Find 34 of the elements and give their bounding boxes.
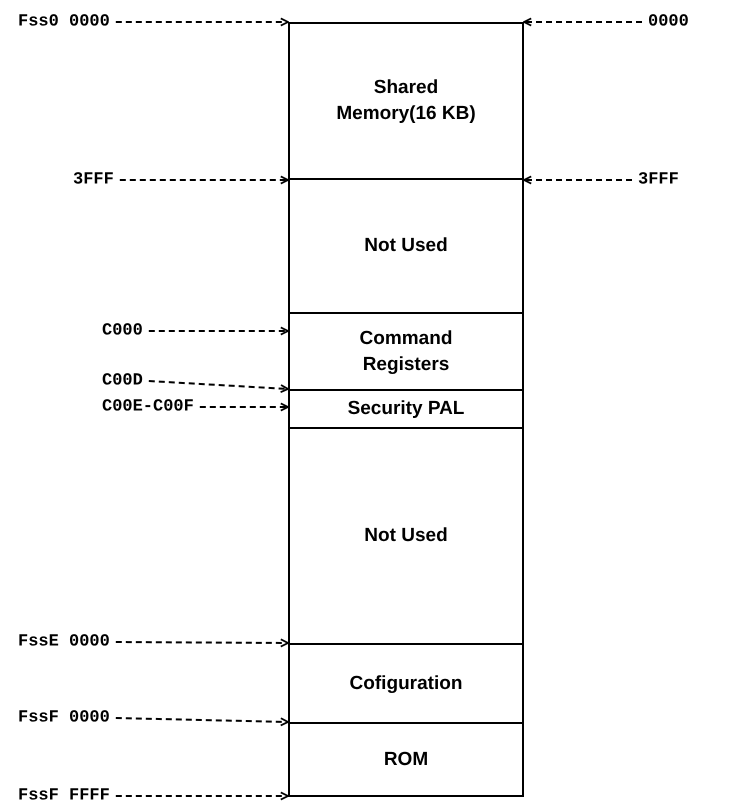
leader-line — [523, 176, 632, 184]
region-label: Cofiguration — [350, 672, 462, 696]
memory-region-box — [288, 22, 524, 180]
address-label: C00E-C00F — [102, 398, 194, 416]
leader-line — [523, 18, 642, 26]
region-label: Security PAL — [348, 397, 464, 422]
region-label: Shared Memory(16 KB) — [335, 76, 477, 126]
address-label: FssF FFFF — [18, 786, 110, 806]
memory-region-box — [288, 389, 524, 429]
address-label: Fss0 0000 — [18, 12, 110, 32]
leader-line — [116, 638, 289, 648]
leader-line — [148, 326, 289, 336]
leader-line — [116, 717, 289, 726]
region-label: Not Used — [364, 524, 448, 548]
address-label: 3FFF — [73, 170, 114, 190]
address-label: FssE 0000 — [18, 632, 110, 652]
leader-line — [200, 402, 289, 412]
address-label: C000 — [102, 322, 143, 340]
region-label: ROM — [384, 748, 428, 772]
leader-line — [120, 176, 289, 184]
address-label: 0000 — [648, 12, 689, 32]
memory-region-box — [288, 722, 524, 797]
leader-line — [116, 18, 289, 26]
leader-line — [148, 380, 289, 394]
address-label: FssF 0000 — [18, 708, 110, 728]
memory-region-box — [288, 178, 524, 314]
region-label: Not Used — [364, 234, 448, 258]
memory-region-box — [288, 312, 524, 391]
memory-region-box — [288, 643, 524, 724]
leader-line — [116, 792, 289, 800]
region-label: Command Registers — [358, 326, 454, 376]
address-label: 3FFF — [638, 170, 679, 190]
memory-region-box — [288, 427, 524, 645]
address-label: C00D — [102, 372, 143, 390]
